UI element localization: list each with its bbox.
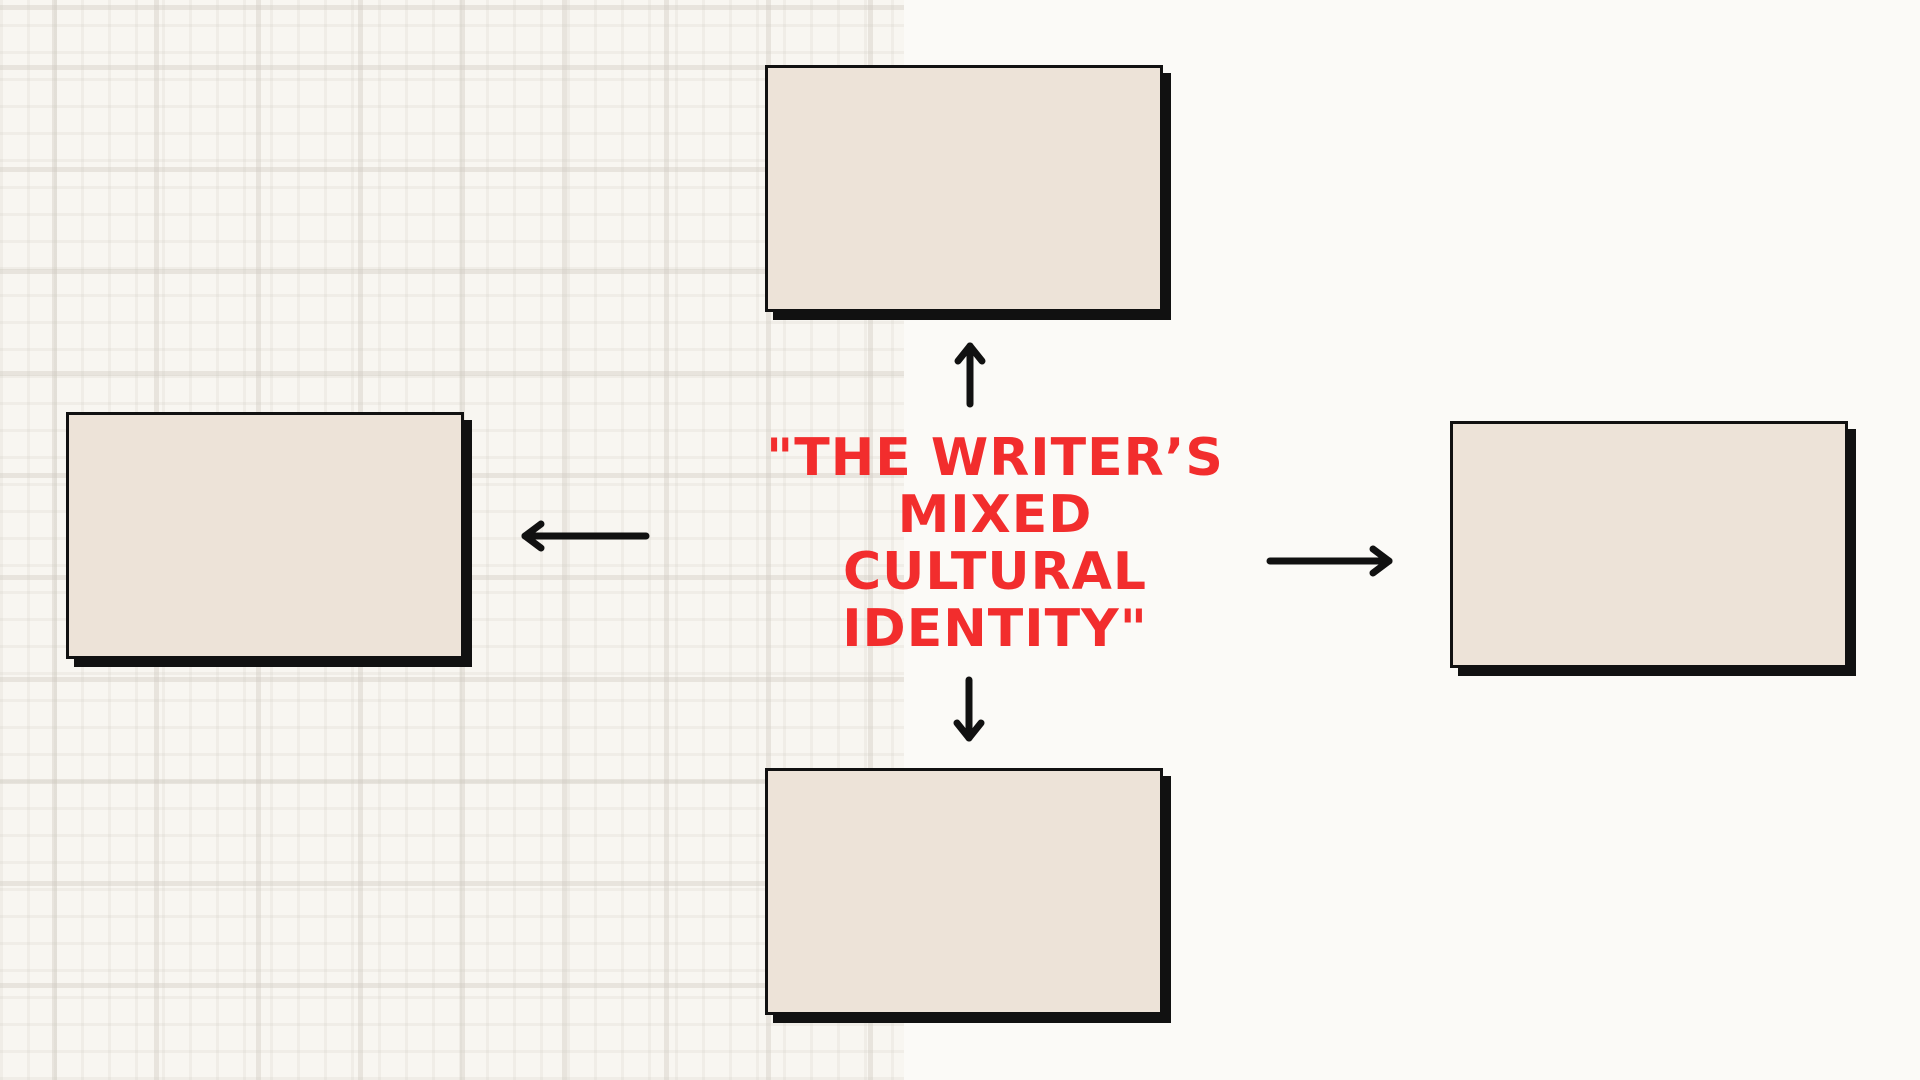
center-title: "THE WRITER’S MIXED CULTURAL IDENTITY" [766,428,1224,659]
arrow-right-icon [1266,545,1393,577]
box-top [765,65,1163,312]
box-left [66,412,464,659]
box-bottom [765,768,1163,1015]
arrow-up-icon [954,342,986,408]
arrow-down-icon [953,676,985,742]
arrow-left-icon [521,520,650,552]
box-right [1450,421,1848,668]
